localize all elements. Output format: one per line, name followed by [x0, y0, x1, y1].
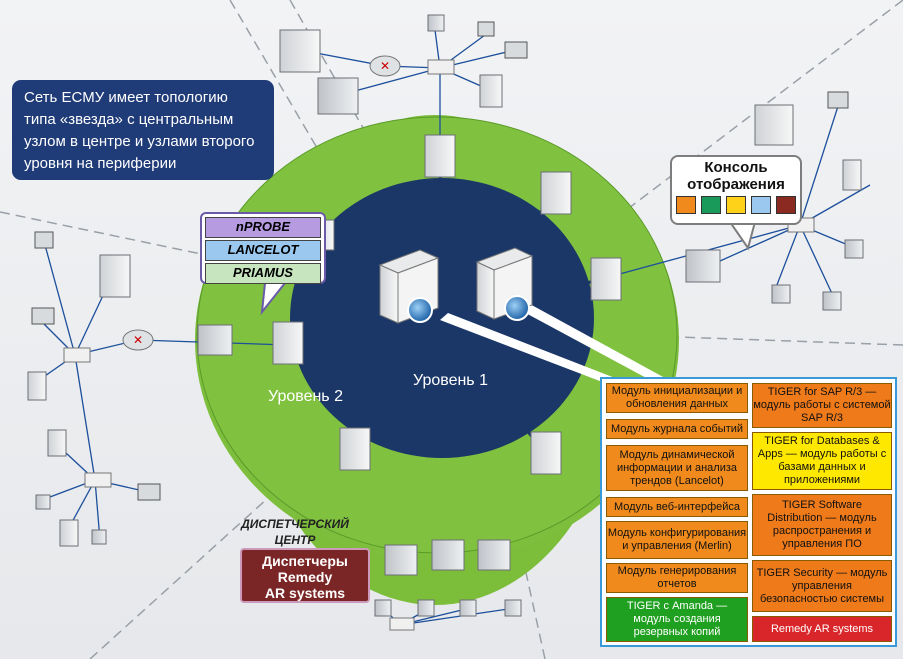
printers-cameras: [31, 21, 849, 501]
module-web-interface: Модуль веб-интерфейса: [606, 497, 748, 517]
module-tiger-security: TIGER Security — модуль управления безоп…: [752, 560, 892, 612]
probes-callout: nPROBE LANCELOT PRIAMUS: [200, 212, 326, 284]
swatch-blue: [751, 196, 771, 214]
module-init-update: Модуль инициализации и обновления данных: [606, 383, 748, 413]
swatch-darkred: [776, 196, 796, 214]
module-dynamic-trends: Модуль динамической информации и анализа…: [606, 445, 748, 491]
svg-text:✕: ✕: [133, 333, 143, 347]
peripheral-devices: [27, 29, 862, 547]
module-tiger-sap: TIGER for SAP R/3 — модуль работы с сист…: [752, 383, 892, 428]
console-title-line-1: Консоль: [704, 159, 768, 176]
swatch-yellow: [726, 196, 746, 214]
topology-info-box: Сеть ЕСМУ имеет топологию типа «звезда» …: [12, 80, 274, 180]
swatch-orange: [676, 196, 696, 214]
routers: ✕ ✕: [122, 55, 401, 351]
modules-panel: Модуль инициализации и обновления данных…: [600, 377, 897, 647]
probe-lancelot: LANCELOT: [205, 240, 321, 261]
module-event-log: Модуль журнала событий: [606, 419, 748, 439]
module-reports: Модуль генерирования отчетов: [606, 563, 748, 593]
level-1-label: Уровень 1: [413, 372, 488, 389]
svg-text:✕: ✕: [380, 59, 390, 73]
topology-info-text: Сеть ЕСМУ имеет топологию типа «звезда» …: [24, 89, 255, 172]
module-remedy-ar: Remedy AR systems: [752, 616, 892, 642]
level-2-label: Уровень 2: [268, 388, 343, 405]
central-server-1: [378, 249, 440, 324]
module-tiger-databases: TIGER for Databases & Apps — модуль рабо…: [752, 432, 892, 490]
swatch-green: [701, 196, 721, 214]
monitors: [35, 14, 864, 617]
central-server-2: [475, 247, 534, 321]
probe-nprobe: nPROBE: [205, 217, 321, 238]
switches: [63, 59, 815, 631]
console-title-line-2: отображения: [687, 176, 785, 193]
module-config-merlin: Модуль конфигурирования и управления (Me…: [606, 521, 748, 559]
console-color-swatches: [672, 196, 800, 214]
module-tiger-amanda: TIGER с Amanda — модуль создания резервн…: [606, 597, 748, 642]
dispatch-center-label: ДИСПЕТЧЕРСКИЙ ЦЕНТР: [241, 517, 349, 547]
probe-priamus: PRIAMUS: [205, 263, 321, 284]
module-tiger-software-distribution: TIGER Software Distribution — модуль рас…: [752, 494, 892, 556]
display-console-callout: Консоль отображения: [670, 155, 802, 225]
remedy-dispatchers-box: Диспетчеры Remedy AR systems: [240, 548, 370, 603]
